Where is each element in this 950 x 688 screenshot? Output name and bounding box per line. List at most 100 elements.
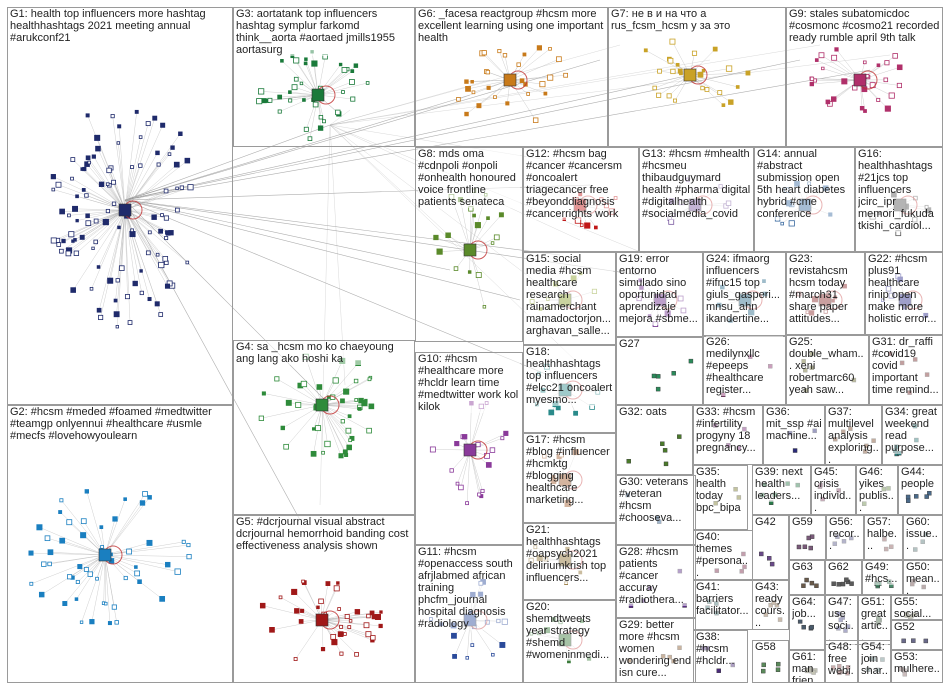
network-node [91, 246, 95, 251]
group-box-g27[interactable]: G27 [616, 337, 703, 405]
group-box-g5[interactable]: G5: #dcrjournal visual abstract dcrjourn… [233, 515, 415, 683]
group-box-g39[interactable]: G39: next health leaders... [752, 465, 811, 515]
group-box-g31[interactable]: G31: dr_raffi #covid19 covid important t… [869, 335, 943, 405]
network-node [29, 581, 34, 586]
network-node [365, 631, 372, 638]
network-node [834, 47, 839, 52]
group-label-g60: G60: issue... [906, 516, 940, 552]
group-box-g63[interactable]: G63 [789, 560, 825, 595]
group-box-g51[interactable]: G51: great artic... [858, 595, 891, 645]
group-box-g18[interactable]: G18: healthhashtags top influencers #elc… [523, 345, 616, 433]
group-box-g59[interactable]: G59 [789, 515, 826, 560]
network-node [89, 286, 94, 291]
group-box-g6[interactable]: G6: _facesa reactgroup #hcsm more excell… [415, 7, 608, 147]
group-box-g32[interactable]: G32: oats [616, 405, 693, 475]
group-box-g20[interactable]: G20: shemdtweets year strategy #shemd #w… [523, 600, 616, 683]
group-box-g25[interactable]: G25: double_wham... xeni robertmarc60 ye… [786, 335, 869, 405]
network-node [775, 661, 781, 667]
group-box-g35[interactable]: G35: health today bpc_bipa [693, 465, 748, 530]
group-box-g38[interactable]: G38: #hcsm #hcldr... [693, 630, 748, 683]
group-box-g9[interactable]: G9: stales subatomicdoc #cosmonc #cosmo2… [786, 7, 943, 147]
group-box-g49[interactable]: G49: #hcs... [862, 560, 903, 595]
network-node [38, 591, 45, 598]
network-node [298, 619, 304, 624]
group-box-g47[interactable]: G47: use soci... [825, 595, 858, 645]
network-node [317, 125, 324, 131]
group-box-g37[interactable]: G37: multilevel analysis exploring... [825, 405, 882, 465]
network-node [123, 575, 128, 581]
group-box-g45[interactable]: G45: crisis individ... [811, 465, 856, 515]
network-node [75, 194, 79, 199]
network-node [111, 201, 117, 206]
group-box-g21[interactable]: G21: healthhashtags #oapsych2021 deliriu… [523, 523, 616, 600]
group-box-g29[interactable]: G29: better more #hcsm women wondering e… [616, 618, 696, 683]
network-node [107, 621, 112, 626]
group-box-g55[interactable]: G55: social... [891, 595, 943, 620]
network-node [491, 653, 495, 657]
network-node [50, 237, 57, 244]
group-box-g43[interactable]: G43: ready cours... digita... [752, 580, 789, 630]
group-box-g33[interactable]: G33: #hcsm #infertility progyny 18 pregn… [693, 405, 763, 465]
network-node [347, 414, 352, 419]
group-box-g2[interactable]: G2: #hcsm #meded #foamed #medtwitter #te… [7, 405, 233, 683]
group-box-g42[interactable]: G42 [752, 515, 789, 580]
hub-node [118, 203, 132, 217]
group-box-g61[interactable]: G61: man frien... [789, 650, 825, 683]
group-label-g37: G37: multilevel analysis exploring... [828, 406, 879, 465]
group-box-g15[interactable]: G15: social media #hcsm healthcare resea… [523, 252, 616, 345]
group-box-g22[interactable]: G22: #hcsm plus91 healthcare rinip open … [865, 252, 943, 335]
group-box-g56[interactable]: G56: recor... [826, 515, 864, 560]
group-box-g60[interactable]: G60: issue... [903, 515, 943, 560]
group-box-g19[interactable]: G19: error entorno simulado sino oportun… [616, 252, 703, 337]
group-box-g53[interactable]: G53: mulhere... [891, 650, 943, 683]
network-node [145, 250, 151, 256]
group-box-g40[interactable]: G40: themes #persona... [693, 530, 753, 580]
network-node [340, 419, 345, 424]
group-box-g3[interactable]: G3: aortatank top influencers hashtag sy… [233, 7, 415, 147]
network-node [458, 484, 464, 491]
group-box-g16[interactable]: G16: healthhashtags #21jcs top influence… [855, 147, 943, 252]
hub-node [463, 443, 477, 457]
group-box-g1[interactable]: G1: health top influencers more hashtag … [7, 7, 233, 405]
network-node [808, 545, 813, 551]
network-node [927, 491, 932, 496]
network-node [132, 280, 138, 287]
group-box-g62[interactable]: G62 [825, 560, 862, 595]
group-box-g58[interactable]: G58 [752, 640, 789, 683]
group-label-g48: G48: free webi... [828, 641, 855, 682]
group-box-g7[interactable]: G7: не в и на что а rus_fcsm_hcsm у за э… [608, 7, 786, 147]
group-box-g48[interactable]: G48: free webi... [825, 640, 858, 683]
group-box-g46[interactable]: G46: yikes publis... [856, 465, 898, 515]
group-box-g11[interactable]: G11: #hcsm #openaccess south afrjlabmed … [415, 545, 523, 683]
group-box-g23[interactable]: G23: revistahcsm hcsm today #march31 sha… [786, 252, 865, 335]
group-box-g14[interactable]: G14: annual #abstract submission open 5t… [754, 147, 855, 252]
group-box-g26[interactable]: G26: medilynxllc #epeeps #healthcare reg… [703, 335, 786, 405]
group-box-g41[interactable]: G41: barriers facilitator... [693, 580, 753, 630]
network-node [465, 501, 469, 506]
network-node [769, 561, 775, 567]
group-box-g10[interactable]: G10: #hcsm #healthcare more #hcldr learn… [415, 352, 523, 545]
group-box-g13[interactable]: G13: #hcsm #mhealth #hcsmeu thibaudguyma… [639, 147, 754, 252]
group-box-g8[interactable]: G8: mds oma #cdnpoli #onpoli #onhealth h… [415, 147, 523, 342]
network-node [840, 581, 846, 587]
group-box-g36[interactable]: G36: mit_ssp #ai machine... [763, 405, 825, 465]
group-box-g34[interactable]: G34: great weekend read purpose... [882, 405, 943, 465]
group-box-g54[interactable]: G54: join shar... [858, 640, 891, 683]
group-box-g28[interactable]: G28: #hcsm patients #cancer accuray #rad… [616, 545, 696, 618]
network-node [745, 70, 751, 76]
network-node [293, 657, 298, 661]
network-node [186, 554, 192, 560]
group-box-g57[interactable]: G57: halbe... [864, 515, 903, 560]
group-label-g36: G36: mit_ssp #ai machine... [766, 406, 822, 442]
group-box-g44[interactable]: G44: people [898, 465, 943, 515]
group-box-g17[interactable]: G17: #hcsm #blog #influencer #hcmktg #bl… [523, 433, 616, 523]
network-node [883, 77, 889, 83]
group-box-g52[interactable]: G52 [891, 620, 943, 650]
group-box-g12[interactable]: G12: #hcsm bag #cancer #cancersm #oncoal… [523, 147, 639, 252]
group-box-g64[interactable]: G64: job... [789, 595, 825, 650]
group-box-g30[interactable]: G30: veterans #veteran #hcsm #choosevа..… [616, 475, 696, 545]
group-box-g24[interactable]: G24: ifmaorg influencers #ifnc15 top giu… [703, 252, 786, 337]
group-label-g41: G41: barriers facilitator... [696, 581, 750, 617]
group-box-g50[interactable]: G50: mean... [903, 560, 943, 595]
group-box-g4[interactable]: G4: sa _hcsm mo ko chaeyoung ang lang ak… [233, 340, 415, 515]
